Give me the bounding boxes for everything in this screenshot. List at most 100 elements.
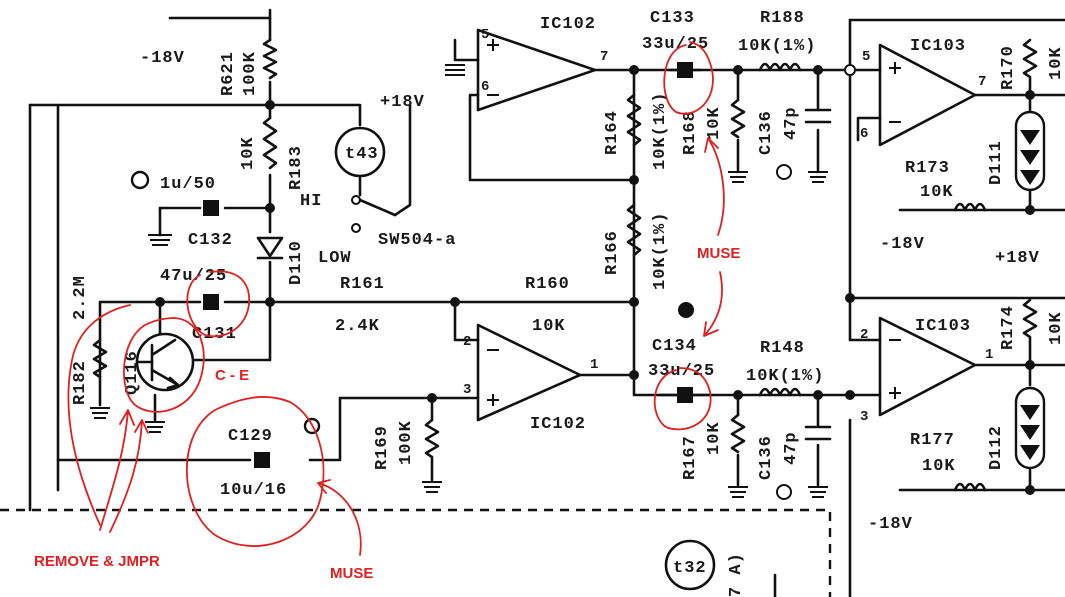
pin-ic102b-3: 3 [463, 382, 471, 398]
resistor-r164 [626, 93, 642, 147]
label-d111: D111 [987, 140, 1006, 185]
pin-ic102b-2: 2 [463, 334, 471, 350]
label-ic103-bottom: IC103 [915, 317, 971, 336]
label-neg18-r: -18V [880, 235, 925, 254]
label-ic102-top: IC102 [540, 15, 596, 34]
label-r164: R164 [603, 110, 622, 155]
resistor-r170 [1022, 38, 1038, 97]
label-r173-val: 10K [920, 183, 954, 202]
opamp-ic102-top [476, 28, 597, 112]
label-r173: R173 [905, 159, 950, 178]
label-low: LOW [318, 249, 352, 268]
label-r169-val: 100K [397, 420, 416, 465]
label-t43: t43 [345, 145, 379, 164]
resistor-r621 [262, 38, 278, 80]
label-ic103-top: IC103 [910, 37, 966, 56]
label-r183: R183 [287, 145, 306, 190]
label-r621-val: 100K [241, 51, 260, 96]
resistor-r173 [953, 202, 987, 212]
label-r188-val: 10K(1%) [738, 37, 816, 56]
resistor-r182 [92, 338, 108, 379]
label-r169: R169 [373, 425, 392, 470]
label-r177: R177 [910, 431, 955, 450]
label-r177-val: 10K [922, 457, 956, 476]
label-c1u50: 1u/50 [160, 175, 216, 194]
label-r167: R167 [681, 435, 700, 480]
opamp-ic103-bottom [878, 316, 977, 417]
label-r621: R621 [219, 51, 238, 96]
label-neg18-br: -18V [868, 515, 913, 534]
opamp-ic102-bottom [476, 323, 582, 422]
annotation-muse-bottom: MUSE [330, 565, 373, 582]
thermistor-t32 [664, 539, 716, 591]
resistor-r183 [262, 116, 278, 170]
label-r166: R166 [603, 230, 622, 275]
label-r160: R160 [525, 275, 570, 294]
pin-ic103b-3: 3 [860, 409, 868, 425]
label-r168: R168 [681, 110, 700, 155]
annotation-remove-jmpr: REMOVE & JMPR [34, 553, 160, 570]
pin-ic103b-1: 1 [985, 347, 993, 363]
capacitor-c136-top [804, 108, 832, 124]
label-t32: t32 [673, 559, 707, 578]
label-c132: C132 [188, 231, 233, 250]
thermistor-t43 [334, 126, 386, 178]
label-r148-val: 10K(1%) [746, 367, 824, 386]
annotation-muse-top: MUSE [697, 245, 740, 262]
label-c134: C134 [652, 337, 697, 356]
label-r164-val: 10K(1%) [651, 92, 670, 170]
label-r170: R170 [999, 45, 1018, 90]
resistor-r167 [730, 413, 746, 454]
capacitor-c134 [658, 387, 712, 403]
label-c136-bottom-val: 47p [782, 431, 801, 465]
pin-ic102b-1: 1 [590, 357, 598, 373]
capacitor-c136-bottom [804, 425, 832, 441]
resistor-r169 [424, 418, 440, 482]
label-pos18-mid: +18V [380, 93, 425, 112]
label-r166-val: 10K(1%) [651, 212, 670, 290]
label-r174-val: 10K [1047, 311, 1065, 345]
resistor-r177 [953, 482, 987, 492]
label-c131: C131 [192, 325, 237, 344]
pin-ic103a-6: 6 [860, 126, 868, 142]
pin-ic103b-2: 2 [860, 327, 868, 343]
wiring [0, 8, 1065, 597]
label-ic102-bottom: IC102 [530, 415, 586, 434]
label-r188: R188 [760, 9, 805, 28]
label-q116: Q116 [123, 350, 142, 395]
pin-numbers: 5 6 7 2 3 1 5 6 7 2 3 1 [463, 27, 993, 425]
resistor-r174 [1022, 298, 1038, 367]
junctions [155, 64, 1035, 495]
label-r167-val: 10K [705, 421, 724, 455]
capacitor-c133 [668, 62, 702, 78]
diode-d110 [256, 236, 284, 260]
label-c132-val: 47u/25 [160, 267, 227, 286]
polarity-markers [130, 164, 792, 500]
component-labels: IC102 C133 33u/25 R188 10K(1%) IC103 -18… [71, 9, 1065, 597]
label-r161-val: 2.4K [335, 317, 380, 336]
red-annotations [67, 41, 725, 556]
pin-ic102a-5: 5 [481, 27, 489, 43]
switch-sw504 [351, 195, 397, 233]
resistor-r166 [626, 203, 642, 257]
label-r161: R161 [340, 275, 385, 294]
transistor-q116 [135, 332, 195, 392]
label-sw504: SW504-a [378, 231, 456, 250]
diode-d111 [1014, 110, 1046, 192]
pin-ic103a-7: 7 [978, 74, 986, 90]
capacitor-c129 [254, 452, 270, 468]
label-d112: D112 [987, 425, 1006, 470]
label-r170-val: 10K [1047, 46, 1065, 80]
pin-ic102a-7: 7 [600, 49, 608, 65]
annotation-text: MUSE MUSE C - E REMOVE & JMPR [34, 245, 740, 582]
resistor-r188 [758, 62, 802, 72]
label-r160-val: 10K [532, 317, 566, 336]
label-c129: C129 [228, 427, 273, 446]
label-c133-val: 33u/25 [642, 35, 709, 54]
label-c136-bottom: C136 [757, 435, 776, 480]
annotation-ce: C - E [215, 367, 249, 384]
label-c136-top-val: 47p [782, 106, 801, 140]
pin-ic102a-6: 6 [481, 79, 489, 95]
label-c133: C133 [650, 9, 695, 28]
